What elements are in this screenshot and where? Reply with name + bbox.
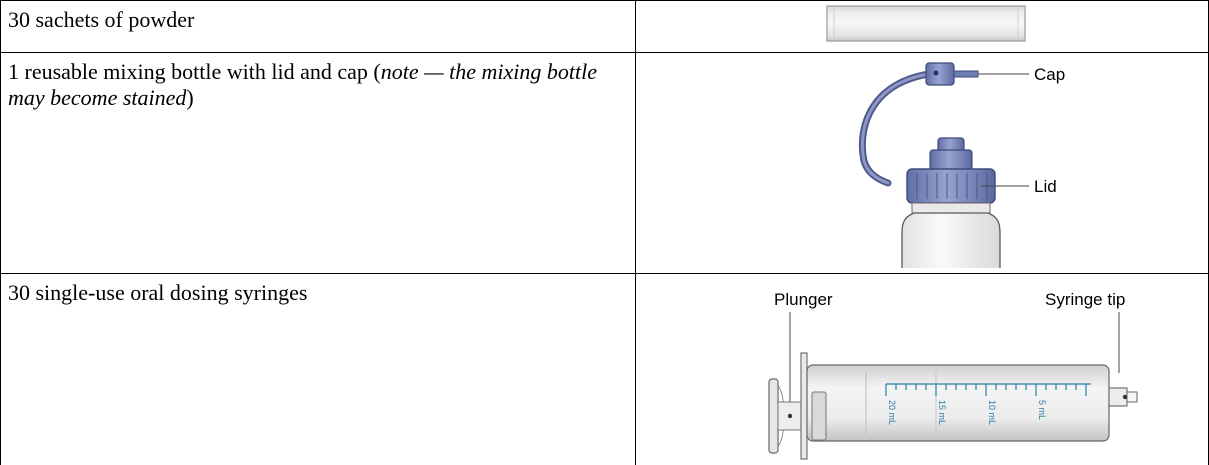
table-row: 1 reusable mixing bottle with lid and ca… [1,53,1209,274]
item-description-bottle: 1 reusable mixing bottle with lid and ca… [1,53,635,111]
item-cell: 30 single-use oral dosing syringes [1,274,636,465]
syringe-tip-label: Syringe tip [1045,290,1125,309]
sachet-illustration [636,1,1208,52]
item-cell: 30 sachets of powder [1,1,636,53]
tether-strap [862,73,936,183]
scale-mark-20: 20 mL [887,400,897,425]
item-cell: 1 reusable mixing bottle with lid and ca… [1,53,636,274]
syringe-image: Plunger Syringe tip [636,274,1208,460]
cap-shape [926,63,978,85]
scale-mark-10: 10 mL [987,400,997,425]
table-row: 30 sachets of powder [1,1,1209,53]
lid-label: Lid [1034,177,1057,196]
bottle-text: 1 reusable mixing bottle with lid and ca… [8,59,381,84]
table-row: 30 single-use oral dosing syringes Plung… [1,274,1209,465]
item-description-sachets: 30 sachets of powder [1,1,635,33]
plunger-label: Plunger [774,290,833,309]
illustration-cell: Cap Lid [636,53,1209,274]
scale-mark-5: 5 mL [1037,400,1047,420]
oral-syringe-illustration: Plunger Syringe tip [636,274,1208,465]
scale-mark-15: 15 mL [937,400,947,425]
cap-label: Cap [1034,65,1065,84]
bottle-image: Cap Lid [636,53,1208,268]
bottle-body [902,213,1000,268]
bottle-text-close: ) [186,85,193,110]
item-description-syringes: 30 single-use oral dosing syringes [1,274,635,306]
sachet-image [636,1,1208,47]
illustration-cell: Plunger Syringe tip [636,274,1209,465]
illustration-cell [636,1,1209,53]
syringe-barrel [807,365,1109,441]
mixing-bottle-illustration: Cap Lid [636,53,1208,273]
